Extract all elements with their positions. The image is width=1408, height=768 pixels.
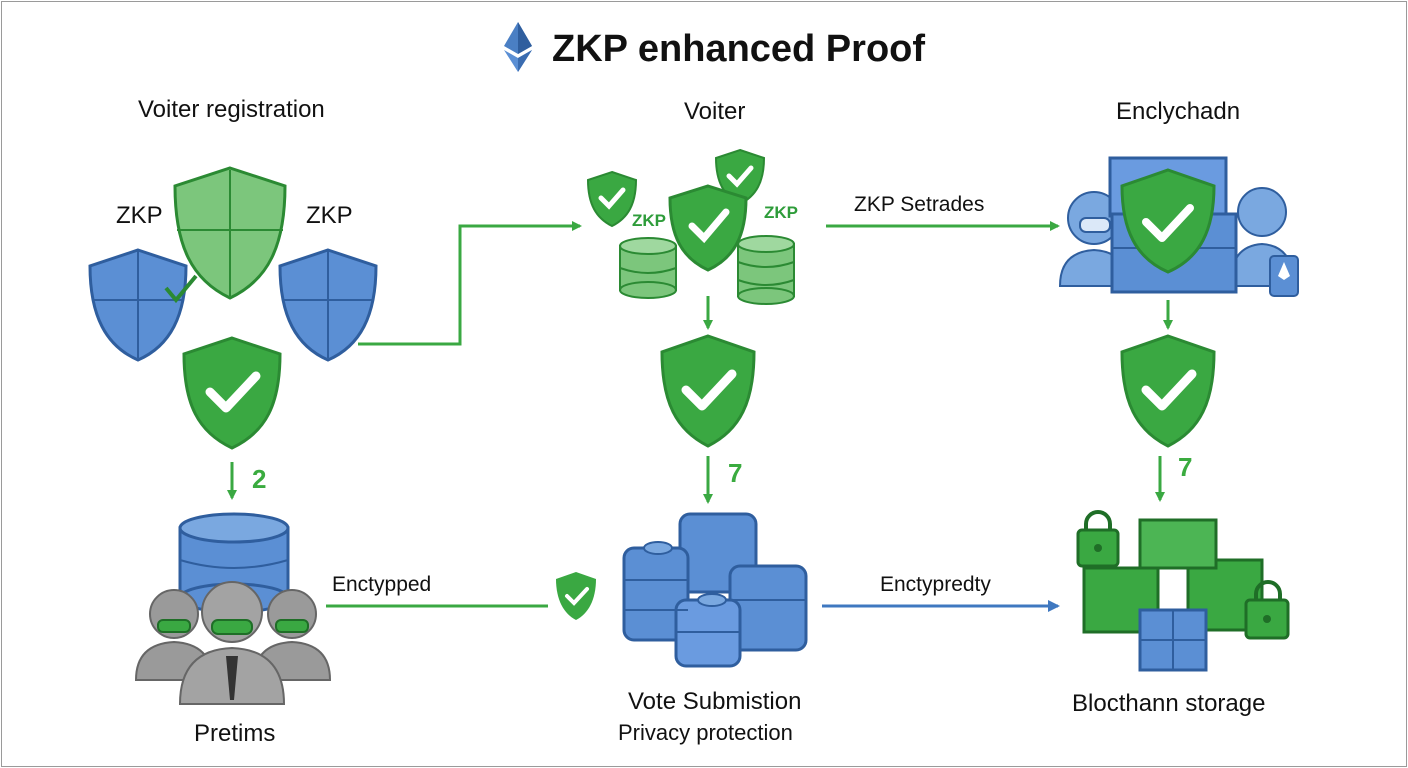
green-check-shield-4-icon	[1120, 334, 1216, 448]
padlock-right-icon	[1244, 580, 1290, 640]
registration-bottom-label: Pretims	[194, 720, 276, 747]
connector-bottom-right-label: Enctypredty	[880, 573, 991, 596]
blockchain-step-number: 7	[1178, 452, 1193, 482]
voter-zkp-right-label: ZKP	[764, 203, 798, 222]
small-check-shield-icon	[556, 572, 596, 620]
voter-bottom-sublabel: Privacy protection	[618, 720, 793, 745]
connector-bottom-left-label: Enctypped	[332, 573, 432, 596]
blockchain-bottom-label: Blocthann storage	[1072, 690, 1266, 717]
blue-shield-right-icon	[278, 248, 378, 362]
database-green-left-icon	[619, 237, 677, 299]
padlock-left-icon	[1076, 510, 1120, 568]
database-green-right-icon	[737, 235, 795, 305]
voter-heading: Voiter	[684, 98, 746, 125]
green-check-shield-3-icon	[1120, 168, 1216, 274]
green-check-shield-1-icon	[182, 336, 282, 450]
green-shield-large-icon	[164, 166, 287, 304]
blockchain-person-right-icon	[1228, 187, 1299, 297]
registration-step-number: 2	[252, 464, 267, 494]
blue-shield-left-icon	[88, 248, 188, 362]
green-check-shield-2-icon	[660, 334, 756, 448]
masked-people-icon	[134, 581, 332, 705]
registration-zkp-left-label: ZKP	[116, 202, 163, 229]
server-stack-icon	[622, 512, 808, 668]
connector-top-right-label: ZKP Setrades	[854, 193, 985, 216]
green-small-shields-icon	[586, 148, 766, 272]
registration-heading: Voiter registration	[138, 96, 325, 123]
voter-bottom-label: Vote Submistion	[628, 688, 802, 715]
voter-zkp-left-label: ZKP	[632, 211, 666, 230]
registration-zkp-right-label: ZKP	[306, 202, 353, 229]
page-title: ZKP enhanced Proof	[552, 28, 926, 70]
blockchain-storage-cubes-icon	[1082, 518, 1264, 672]
blockchain-heading: Enclychadn	[1116, 98, 1241, 125]
voter-step-number: 7	[728, 458, 743, 488]
ethereum-icon	[504, 22, 532, 72]
